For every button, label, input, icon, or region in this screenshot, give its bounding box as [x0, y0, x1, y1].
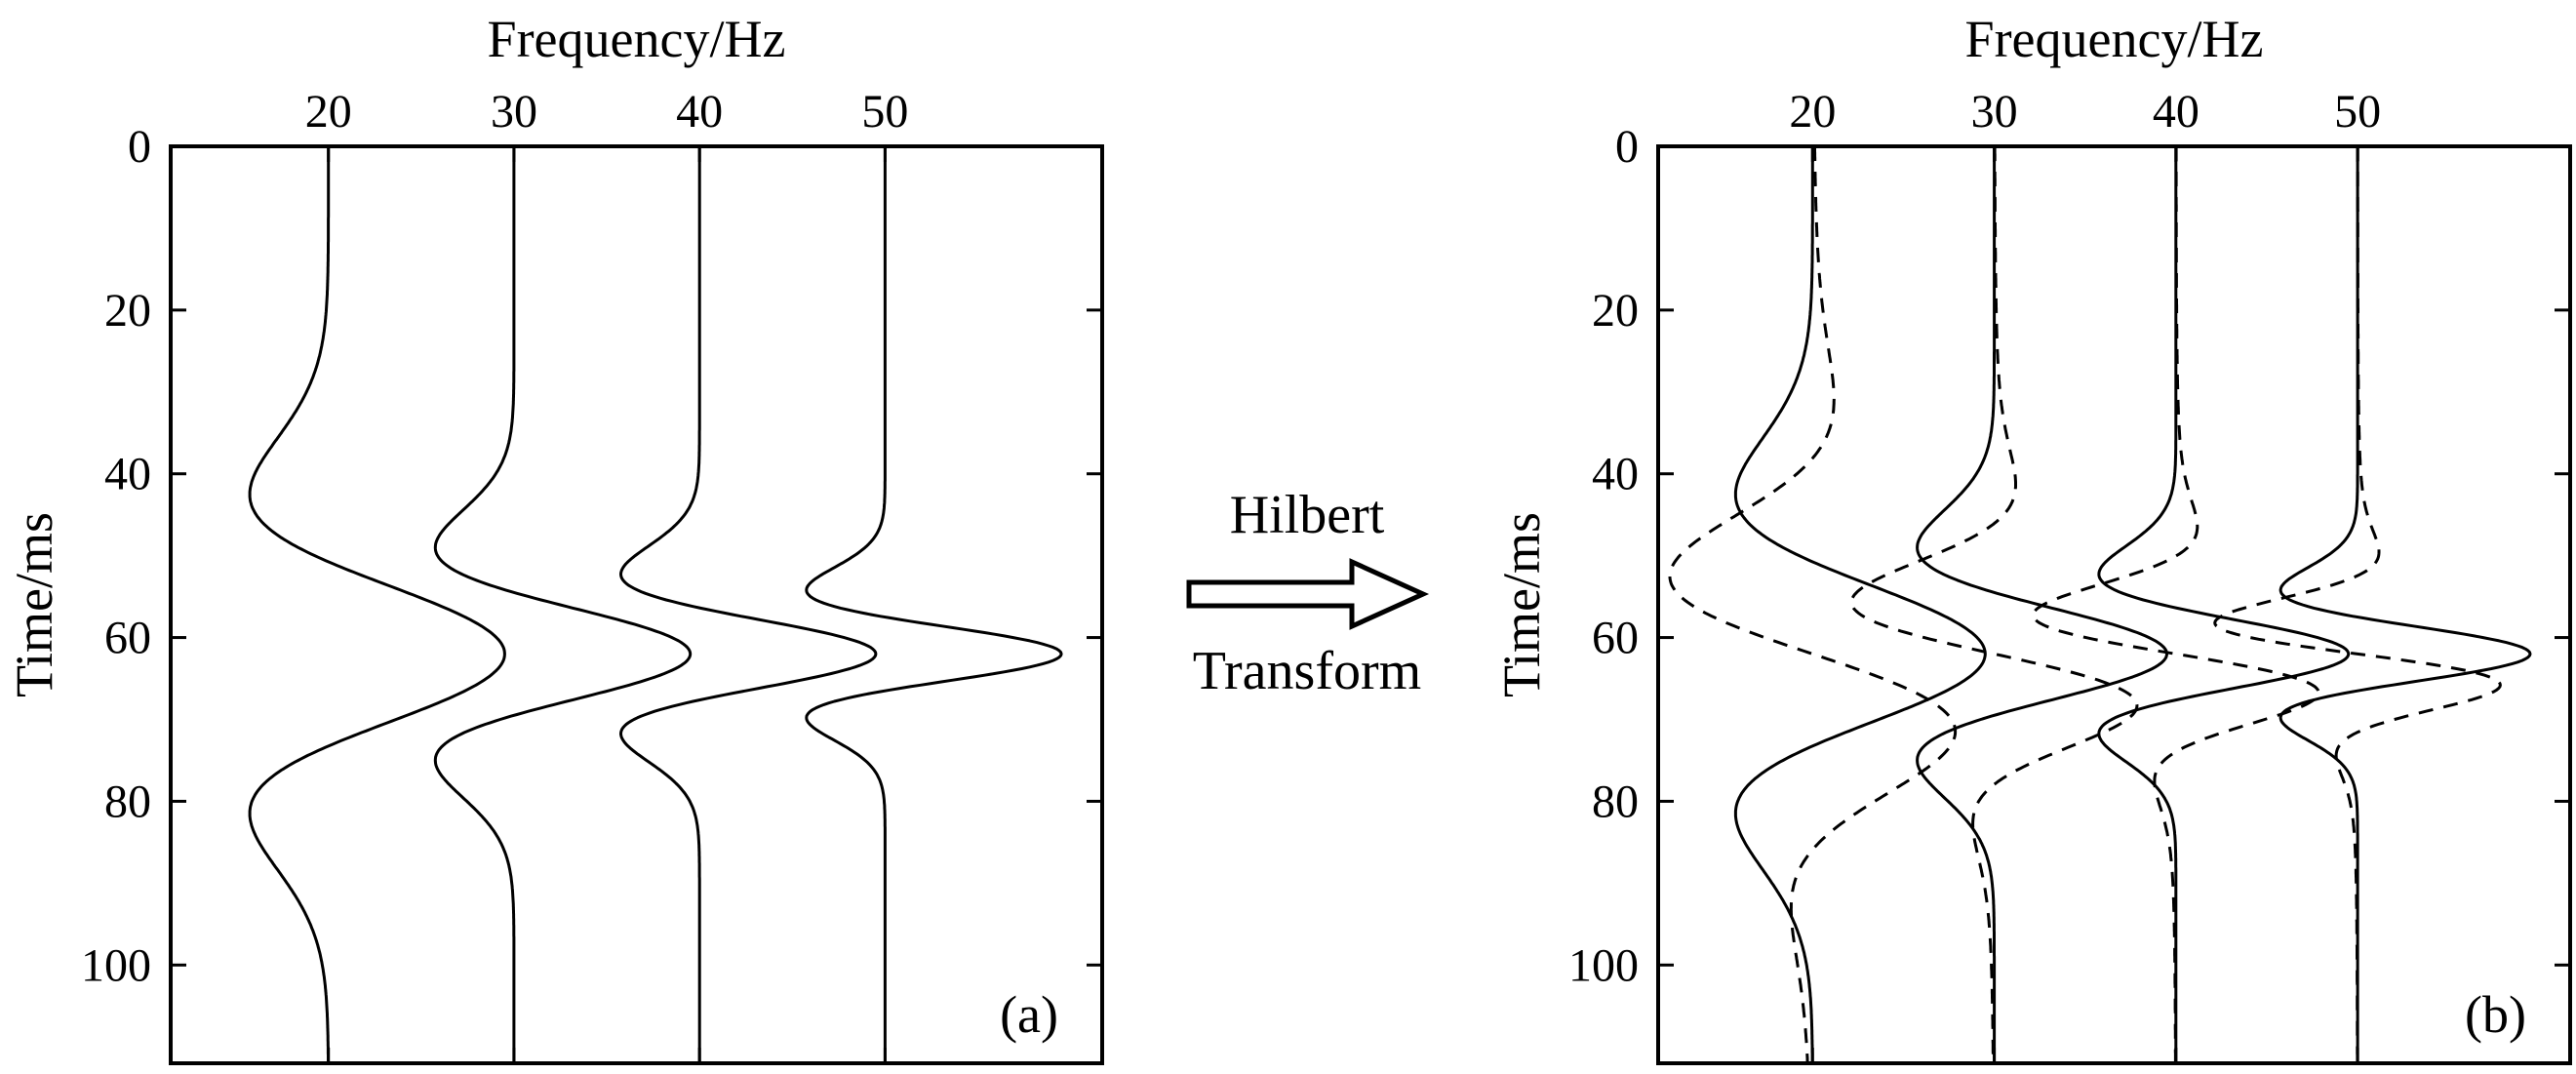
- panel-label: (a): [1000, 985, 1058, 1044]
- x-tick-label: 40: [2153, 86, 2200, 138]
- y-tick-label: 0: [1615, 121, 1639, 173]
- x-axis-title: Frequency/Hz: [488, 10, 786, 68]
- trace-50hz-wavelet: [805, 146, 1063, 1063]
- y-axis-title: Time/ms: [5, 512, 63, 697]
- trace-30hz-hilbert: [1849, 146, 2139, 1063]
- trace-group: [248, 146, 1063, 1063]
- x-tick-label: 30: [491, 86, 537, 138]
- x-tick-label: 50: [2334, 86, 2381, 138]
- y-tick-label: 20: [1592, 285, 1639, 337]
- trace-30hz-wavelet: [1916, 146, 2168, 1063]
- trace-40hz-wavelet: [619, 146, 878, 1063]
- y-tick-label: 60: [104, 613, 151, 664]
- trace-40hz-wavelet: [2097, 146, 2351, 1063]
- x-axis-title: Frequency/Hz: [1965, 10, 2264, 68]
- trace-30hz-wavelet: [433, 146, 693, 1063]
- right-arrow-icon: [1186, 557, 1430, 630]
- y-tick-label: 60: [1592, 613, 1639, 664]
- x-tick-label: 40: [676, 86, 723, 138]
- trace-50hz-hilbert: [2213, 146, 2502, 1063]
- trace-20hz-wavelet: [1733, 146, 1987, 1063]
- trace-40hz-hilbert: [2032, 146, 2320, 1063]
- x-tick-label: 20: [305, 86, 352, 138]
- trace-20hz-wavelet: [248, 146, 506, 1063]
- y-tick-label: 100: [1568, 939, 1639, 991]
- y-tick-label: 0: [128, 121, 151, 173]
- y-axis-title: Time/ms: [1492, 512, 1551, 697]
- axis-box: [1656, 144, 2572, 1065]
- transform-label-bottom: Transform: [1192, 640, 1422, 701]
- x-tick-label: 50: [861, 86, 908, 138]
- y-tick-label: 40: [104, 449, 151, 500]
- axis-box: [169, 144, 1104, 1065]
- y-tick-label: 100: [81, 939, 151, 991]
- trace-50hz-wavelet: [2279, 146, 2532, 1063]
- y-tick-label: 40: [1592, 449, 1639, 500]
- y-tick-label: 80: [104, 776, 151, 827]
- y-tick-label: 80: [1592, 776, 1639, 827]
- transform-label-top: Hilbert: [1229, 485, 1385, 545]
- y-tick-label: 20: [104, 285, 151, 337]
- panel-label: (b): [2465, 985, 2526, 1044]
- x-tick-label: 20: [1789, 86, 1836, 138]
- trace-group: [1668, 146, 2532, 1063]
- trace-20hz-hilbert: [1668, 146, 1958, 1063]
- transform-annotation: Hilbert Transform: [1107, 485, 1507, 701]
- x-tick-label: 30: [1971, 86, 2018, 138]
